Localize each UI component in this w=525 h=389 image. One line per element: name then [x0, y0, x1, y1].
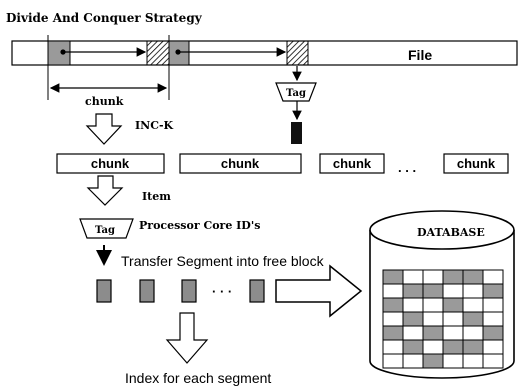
database-cell — [402, 311, 424, 327]
tag-id-block — [291, 122, 302, 144]
database-cell — [422, 297, 444, 313]
database-cell — [442, 325, 464, 341]
chunk-start-block-1 — [47, 40, 71, 66]
chunk-label-3: chunk — [333, 156, 372, 171]
database-cell — [402, 353, 424, 369]
segments-ellipsis: · · · — [212, 284, 232, 299]
database-grid — [382, 269, 504, 369]
database-cell — [462, 297, 484, 313]
database-cell — [422, 353, 444, 369]
tag-label-top: Tag — [286, 88, 306, 99]
database-cell — [482, 297, 504, 313]
chunk-span-label: chunk — [85, 95, 124, 108]
database: DATABASE — [369, 210, 515, 379]
chunk-box-1 — [56, 153, 165, 174]
database-cell — [482, 339, 504, 355]
to-database-arrow — [275, 264, 363, 318]
tag-shape-top — [275, 82, 317, 102]
segment-1 — [96, 279, 112, 303]
inc-k-arrow: INC-K — [85, 113, 174, 145]
database-cell — [462, 269, 484, 285]
file-label: File — [408, 47, 432, 63]
tag-label-bottom: Tag — [95, 225, 115, 236]
database-cell — [442, 339, 464, 355]
transfer-label: Transfer Segment into free block — [121, 253, 325, 269]
database-cell — [382, 325, 404, 341]
segment-2 — [139, 279, 155, 303]
hatched-block-2 — [286, 40, 309, 66]
database-cell — [462, 311, 484, 327]
database-cell — [402, 297, 424, 313]
database-cell — [442, 269, 464, 285]
chunk-row: chunk chunk chunk . . . chunk — [56, 153, 509, 175]
chunk-label-4: chunk — [457, 156, 496, 171]
segment-3 — [181, 279, 197, 303]
database-cell — [462, 325, 484, 341]
chunk-span: chunk — [47, 35, 170, 108]
database-cell — [482, 311, 504, 327]
database-cell — [462, 283, 484, 299]
database-cell — [382, 339, 404, 355]
database-cell — [402, 283, 424, 299]
chunk-label-1: chunk — [91, 156, 130, 171]
processor-label: Processor Core ID's — [139, 219, 260, 232]
database-cell — [462, 339, 484, 355]
transfer-group: Transfer Segment into free block — [96, 245, 325, 269]
hatched-block-1 — [146, 40, 170, 66]
database-cell — [462, 353, 484, 369]
chunk-label-2: chunk — [221, 156, 260, 171]
top-tag-group: Tag — [275, 66, 317, 144]
chunk-box-2 — [179, 153, 302, 174]
database-label: DATABASE — [417, 226, 485, 239]
database-cell — [382, 353, 404, 369]
database-cell — [442, 311, 464, 327]
item-label: Item — [142, 190, 171, 203]
database-cell — [382, 283, 404, 299]
index-arrow — [165, 312, 209, 364]
database-cell — [382, 311, 404, 327]
database-cell — [442, 283, 464, 299]
database-cell — [482, 353, 504, 369]
database-cell — [402, 269, 424, 285]
database-cell — [382, 269, 404, 285]
database-cell — [442, 353, 464, 369]
database-cell — [482, 269, 504, 285]
segment-4 — [249, 279, 265, 303]
database-cell — [482, 283, 504, 299]
database-cell — [382, 297, 404, 313]
database-cell — [402, 339, 424, 355]
tag-shape-bottom — [79, 218, 134, 239]
database-cell — [422, 325, 444, 341]
diagram-title: Divide And Conquer Strategy — [6, 11, 203, 25]
file-bar: File — [11, 40, 518, 66]
database-cell — [422, 283, 444, 299]
database-cell — [422, 311, 444, 327]
item-arrow: Item — [86, 175, 171, 206]
chunk-box-3 — [319, 153, 385, 174]
database-cell — [422, 269, 444, 285]
segments-row: · · · — [96, 279, 265, 303]
chunk-ellipsis: . . . — [398, 160, 416, 175]
inc-k-label: INC-K — [135, 119, 174, 132]
processor-tag-group: Tag Processor Core ID's — [79, 218, 260, 239]
chunk-box-4 — [443, 153, 509, 174]
database-cell — [422, 339, 444, 355]
database-cell — [482, 325, 504, 341]
index-label: Index for each segment — [125, 370, 271, 386]
database-cell — [442, 297, 464, 313]
database-cell — [402, 325, 424, 341]
